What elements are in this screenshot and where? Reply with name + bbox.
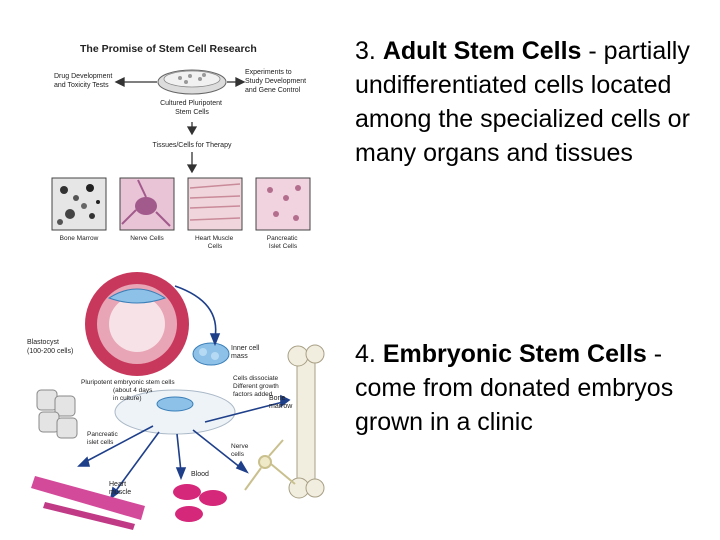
pluripotent-label: Pluripotent embryonic stem cells (about … <box>81 379 176 402</box>
blood-label: Blood <box>191 471 209 478</box>
item-title: Adult Stem Cells <box>382 37 582 65</box>
embryonic-stem-cell-figure: Blastocyst (100-200 cells) Inner cell ma… <box>27 272 325 530</box>
inner-mass-label: Inner cell mass <box>231 345 261 360</box>
inner-cell-mass-icon <box>192 342 230 366</box>
blastocyst-icon <box>85 272 189 376</box>
blood-cells-icon <box>173 484 227 522</box>
left-label: Drug Development and Toxicity Tests <box>54 73 114 89</box>
tile-label: Bone Marrow <box>60 235 99 242</box>
item-body: - come from donated embryos grown in a c… <box>355 340 674 436</box>
dissociate-label: Cells dissociate Different growth factor… <box>233 375 281 398</box>
therapy-label: Tissues/Cells for Therapy <box>153 142 232 149</box>
item-body: - partially undifferentiated cells locat… <box>355 37 690 167</box>
heart-muscle-icon <box>31 476 145 530</box>
flow-arrows <box>114 76 246 174</box>
culture-dish-icon <box>114 389 236 435</box>
bone-marrow-label: Bone marrow <box>269 395 293 410</box>
tile-label: Heart Muscle Cells <box>195 235 235 250</box>
figure-title: The Promise of Stem Cell Research <box>80 43 257 55</box>
flow-arrows <box>77 285 291 500</box>
blastocyst-label: Blastocyst (100-200 cells) <box>27 339 73 355</box>
nerve-cell-icon <box>244 439 296 491</box>
center-label: Cultured Pluripotent Stem Cells <box>160 100 224 116</box>
tile-heart-muscle <box>187 177 243 231</box>
right-label: Experiments to Study Development and Gen… <box>245 69 308 94</box>
heart-label: Heart muscle <box>109 481 131 496</box>
adult-stem-cells-text: 3. Adult Stem Cells - partially undiffer… <box>355 34 695 170</box>
tile-label: Pancreatic Islet Cells <box>267 235 300 250</box>
item-number: 3. <box>355 37 376 65</box>
petri-dish-icon <box>157 69 227 95</box>
tile-bone-marrow <box>51 177 107 231</box>
item-title: Embryonic Stem Cells <box>382 340 647 368</box>
pancreatic-label: Pancreatic islet cells <box>87 431 120 446</box>
nerve-label: Nerve cells <box>231 443 250 458</box>
embryonic-stem-cells-text: 4. Embryonic Stem Cells - come from dona… <box>355 337 695 439</box>
bone-icon <box>287 344 325 499</box>
tile-pancreatic-islet <box>255 177 311 231</box>
item-number: 4. <box>355 340 376 368</box>
tile-nerve-cells <box>119 177 175 231</box>
tile-label: Nerve Cells <box>130 235 164 242</box>
pancreatic-cells-icon <box>36 389 78 439</box>
stem-cell-promise-figure: The Promise of Stem Cell Research Drug D… <box>51 43 311 250</box>
